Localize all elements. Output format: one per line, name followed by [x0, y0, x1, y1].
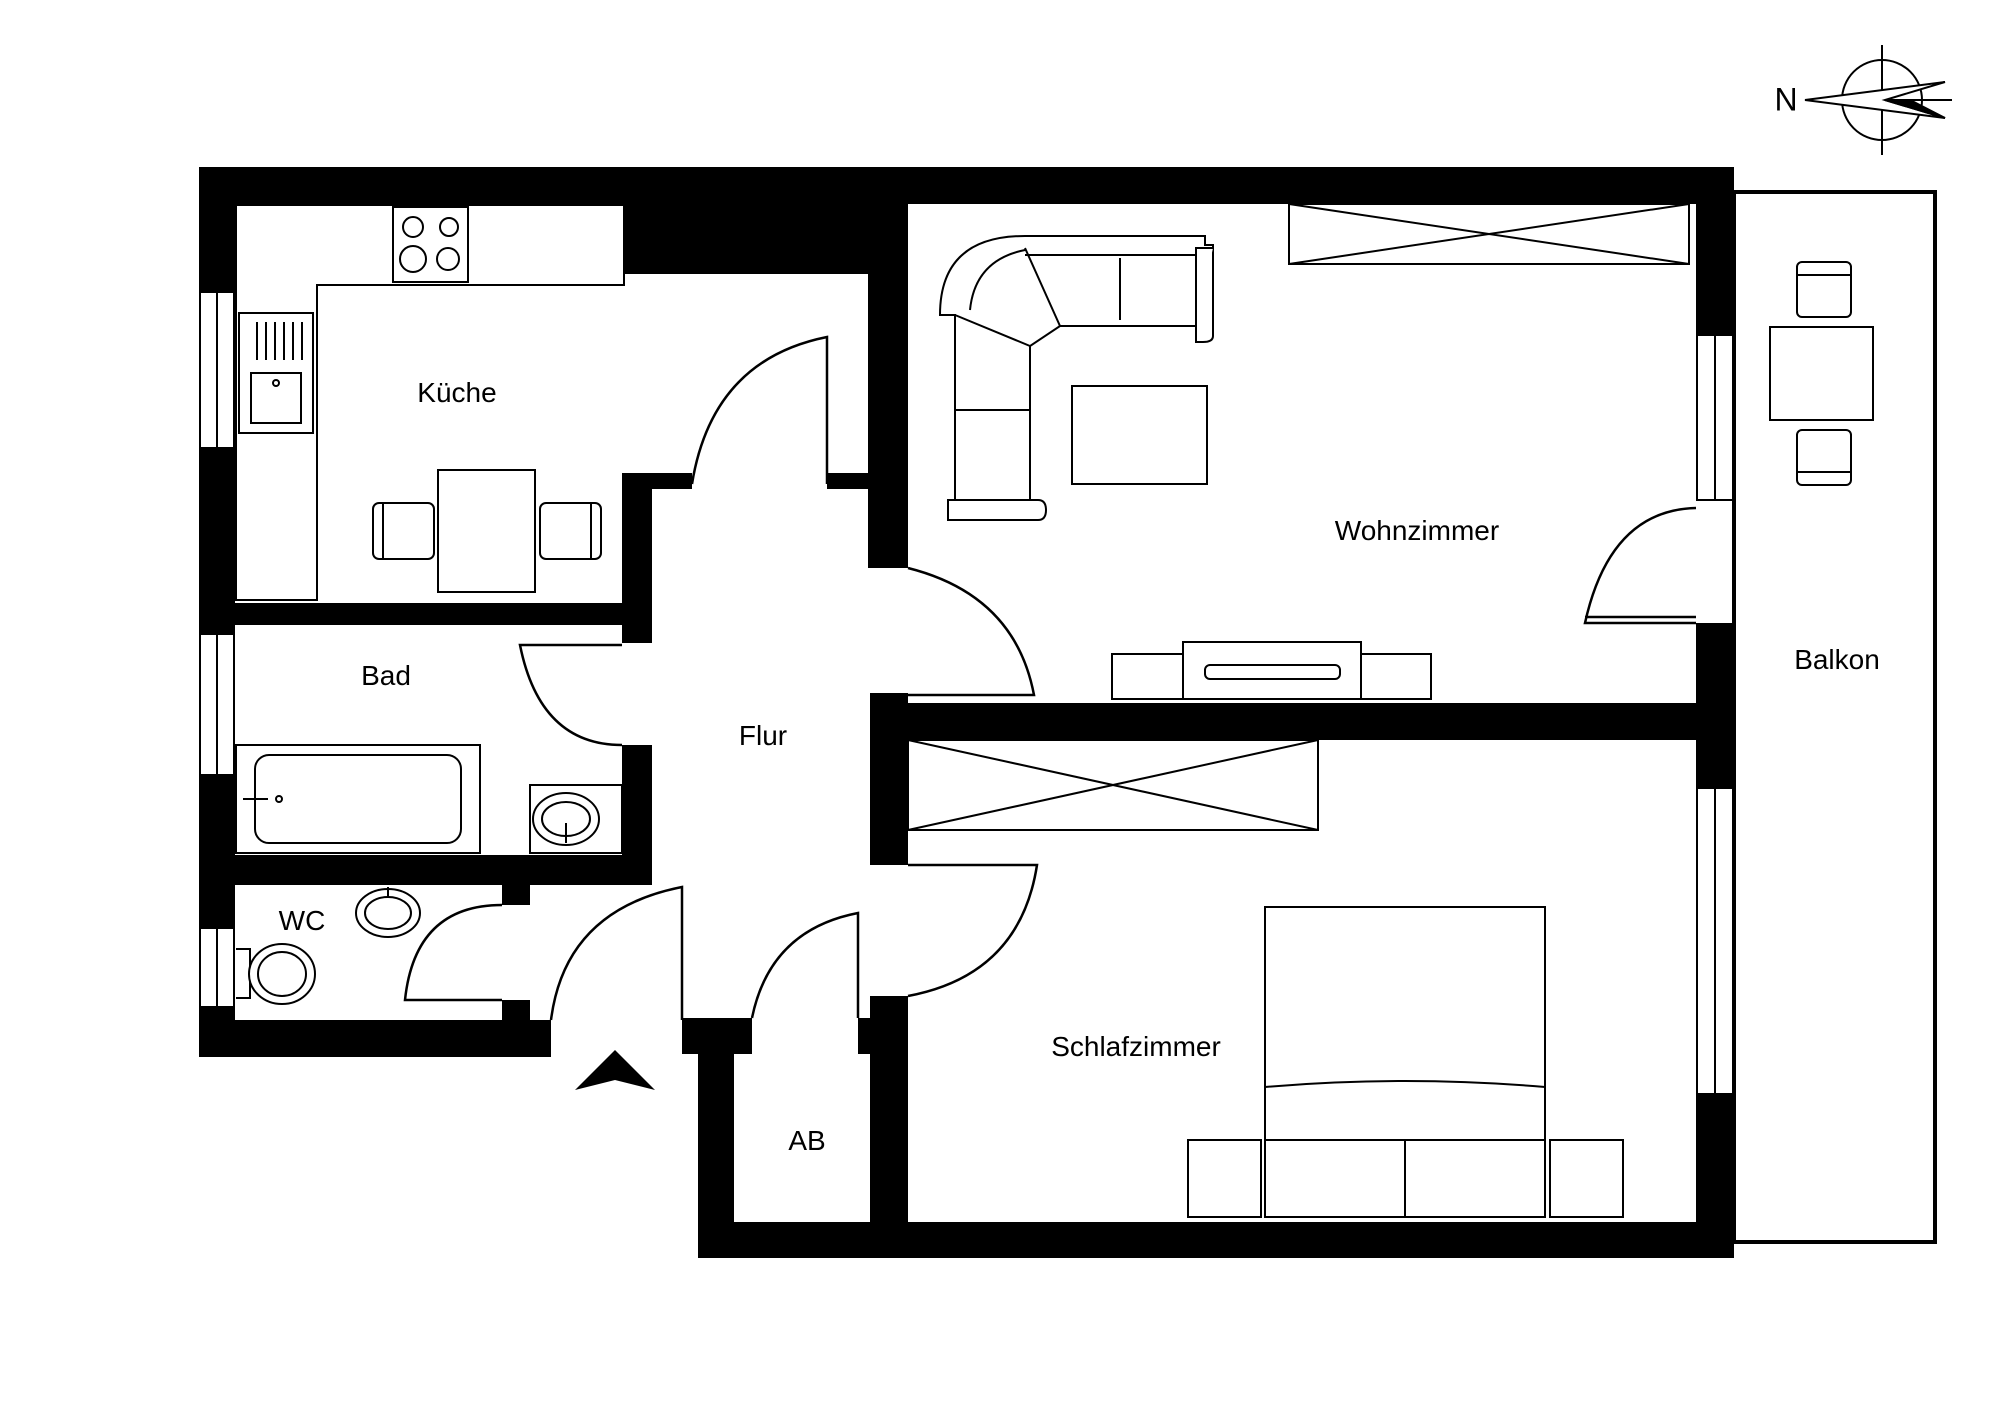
wall-bad-bottom	[199, 855, 652, 885]
wall-wc-bottom	[199, 1020, 551, 1057]
stove	[392, 206, 469, 283]
wall-wc-stub-top	[502, 885, 530, 905]
entrance-arrow-icon	[575, 1050, 655, 1090]
wall-kitchen-right-cap	[622, 473, 692, 489]
bath-faucet	[275, 795, 283, 803]
wall-chimney	[625, 167, 900, 274]
door-living	[907, 566, 1036, 697]
door-bedroom	[907, 863, 1039, 998]
room-label-wohnzimmer: Wohnzimmer	[1334, 515, 1500, 546]
room-label-kueche: Küche	[417, 377, 497, 408]
bed-duvet	[1264, 1080, 1546, 1088]
compass-north-label: N	[1774, 81, 1798, 118]
room-label-abstellraum: AB	[788, 1125, 826, 1156]
wall-bottom	[698, 1222, 1734, 1258]
wc-sink-inner	[364, 896, 412, 930]
bed-pillows	[1265, 1139, 1545, 1217]
wall-right-mid	[1696, 623, 1734, 788]
kitchen-furniture	[235, 204, 625, 601]
sofa-seat-lines	[954, 247, 1213, 501]
bedroom-wardrobe-cross	[907, 739, 1319, 831]
bedroom-furniture	[907, 739, 1624, 1218]
kitchen-chair-right	[539, 502, 602, 560]
wall-flur-top-right	[868, 204, 908, 568]
kitchen-chair-left	[372, 502, 435, 560]
tv	[1204, 664, 1341, 680]
stove-burner	[436, 247, 460, 271]
door-ab	[750, 911, 860, 1019]
room-label-balkon: Balkon	[1794, 644, 1880, 675]
wall-right-top	[1696, 167, 1734, 335]
kitchen-table	[437, 469, 536, 593]
door-bad	[518, 643, 623, 747]
door-balcony	[1583, 506, 1697, 625]
bath-fixtures	[235, 744, 623, 1005]
balcony-chair-bottom	[1796, 429, 1852, 486]
sofa	[938, 235, 1214, 521]
room-label-bad: Bad	[361, 660, 411, 691]
windows	[199, 291, 1734, 1095]
stove-burner	[399, 245, 427, 273]
room-label-schlafzimmer: Schlafzimmer	[1051, 1031, 1221, 1062]
living-wardrobe-cross	[1288, 203, 1690, 265]
door-wc	[403, 903, 503, 1002]
wall-top	[199, 167, 1734, 204]
living-furniture	[938, 203, 1690, 700]
balcony-table	[1769, 326, 1874, 421]
room-label-flur: Flur	[738, 720, 788, 751]
coffee-table	[1071, 385, 1208, 485]
toilet-tank	[236, 948, 251, 999]
wall-kitchen-bottom	[199, 603, 651, 625]
wall-kitchen-right	[622, 473, 652, 643]
wall-ab-right-stub	[858, 1018, 908, 1054]
bathtub-inner	[254, 754, 462, 844]
nightstand-right	[1549, 1139, 1624, 1218]
wall-ab-left	[698, 1018, 734, 1258]
wall-living-bedroom	[870, 703, 1734, 740]
dish-drainer	[256, 322, 303, 360]
sink-drain	[272, 379, 280, 387]
stove-burner	[439, 217, 459, 237]
balcony-outline	[1732, 190, 1937, 1244]
wall-flur-stub	[827, 473, 908, 489]
compass-icon	[1804, 45, 1952, 155]
toilet-seat	[257, 951, 307, 997]
doors	[403, 335, 1697, 1021]
balcony-chair-top	[1796, 261, 1852, 318]
wall-right-bottom	[1696, 1094, 1734, 1258]
balcony-furniture	[1769, 261, 1874, 486]
door-entrance	[549, 885, 684, 1021]
door-kitchen	[690, 335, 829, 485]
stove-burner	[402, 216, 424, 238]
nightstand-left	[1187, 1139, 1262, 1218]
room-label-wc: WC	[278, 905, 326, 936]
